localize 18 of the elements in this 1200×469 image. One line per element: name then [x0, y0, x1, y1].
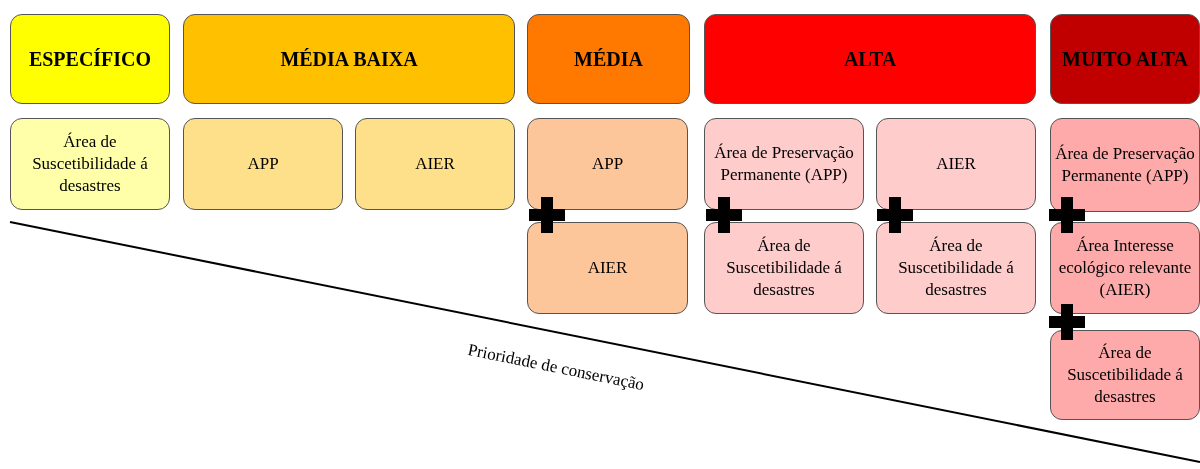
category-box: AIER: [527, 222, 688, 314]
axis-label: Prioridade de conservação: [466, 340, 646, 396]
priority-header: MÉDIA: [527, 14, 690, 104]
category-box: Área de Suscetibilidade á desastres: [1050, 330, 1200, 420]
priority-header: MÉDIA BAIXA: [183, 14, 515, 104]
category-box: Área de Suscetibilidade á desastres: [704, 222, 864, 314]
category-box: APP: [183, 118, 343, 210]
category-box: Área de Preservação Permanente (APP): [704, 118, 864, 210]
priority-header: MUITO ALTA: [1050, 14, 1200, 104]
category-box: Área de Preservação Permanente (APP): [1050, 118, 1200, 212]
priority-header: ALTA: [704, 14, 1036, 104]
category-box: AIER: [355, 118, 515, 210]
category-box: APP: [527, 118, 688, 210]
category-box: Área Interesse ecológico relevante (AIER): [1050, 222, 1200, 314]
category-box: Área de Suscetibilidade á desastres: [876, 222, 1036, 314]
priority-header: ESPECÍFICO: [10, 14, 170, 104]
category-box: AIER: [876, 118, 1036, 210]
category-box: Área de Suscetibilidade á desastres: [10, 118, 170, 210]
